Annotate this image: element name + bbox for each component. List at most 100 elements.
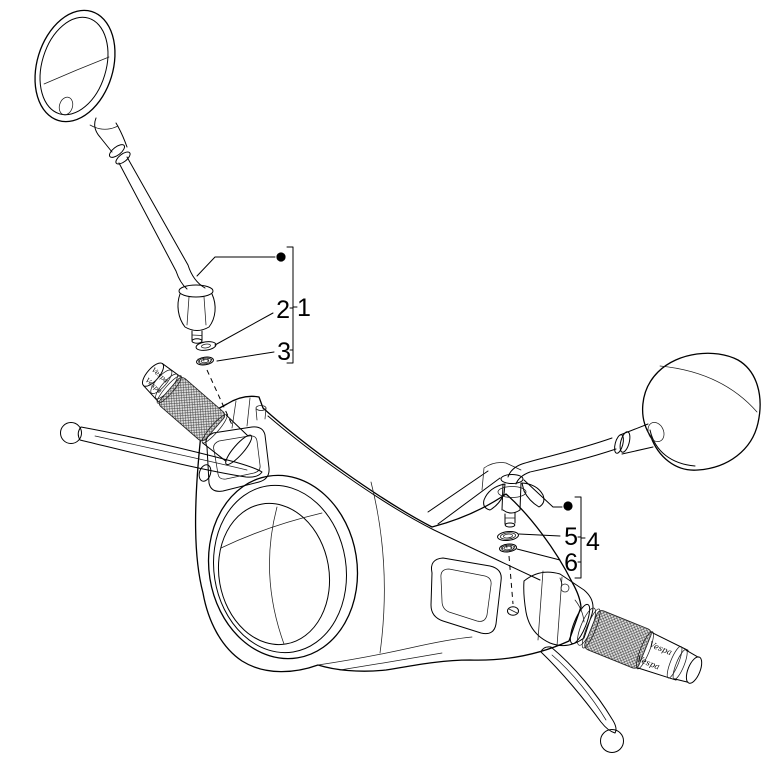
left-mirror-stem — [118, 156, 206, 290]
right-mount-top — [500, 474, 524, 484]
instrument-pad-inner — [213, 435, 261, 480]
left-washer — [195, 341, 217, 351]
body-top-edge-inner — [267, 415, 541, 581]
headlight-glass-arc-vertical — [269, 506, 285, 645]
leader-line-part-3 — [216, 351, 275, 362]
right-grip-ring — [666, 646, 683, 679]
left-grip-knurl — [158, 377, 226, 442]
right-mount-flange — [497, 486, 527, 498]
right-grip-cap-edges — [673, 649, 699, 683]
front-bracket-pad — [430, 557, 502, 635]
leader-line-left-assembly — [196, 256, 276, 277]
callout-group-left: 2 1 3 — [196, 246, 311, 366]
right-nut — [499, 543, 517, 553]
right-washer-group — [497, 530, 519, 616]
body-outline — [194, 395, 582, 673]
headlight-glass — [217, 502, 331, 646]
right-grip: Vespa Vespa — [569, 603, 703, 684]
callout-3[interactable]: 3 — [277, 338, 291, 366]
body-ridge-to-mount — [427, 470, 501, 525]
front-bracket-pad-inner — [440, 568, 492, 622]
pad-oval-hole — [198, 464, 212, 482]
pad-knob — [255, 407, 267, 421]
left-nut-hole — [200, 358, 210, 364]
left-boot-ring — [108, 144, 126, 158]
left-mount-bell — [177, 293, 216, 331]
chin-screw-slot — [508, 608, 518, 614]
left-lever-ridge — [94, 435, 248, 471]
left-nut — [196, 356, 214, 366]
left-mirror-assembly — [34, 9, 216, 344]
left-mirror-pivot — [58, 96, 74, 116]
left-stud-thread — [191, 334, 203, 336]
body-chin-line — [317, 636, 473, 666]
body-chin-line-2 — [339, 652, 443, 671]
headlight-rim-inner — [213, 484, 347, 654]
leader-line-part-2 — [214, 312, 274, 346]
right-lever-ball — [600, 729, 624, 753]
right-switch-housing-facets — [537, 570, 563, 647]
housing-bolt — [560, 583, 570, 593]
mount-pedestal — [481, 462, 522, 491]
left-grip: Vespa Vespa — [141, 362, 253, 466]
housing-bolt-stem — [559, 577, 563, 585]
left-mirror-face — [39, 16, 109, 116]
left-washer-hole — [201, 343, 211, 349]
right-brake-lever — [540, 646, 624, 753]
left-lever-ball — [60, 422, 82, 444]
right-washer — [497, 530, 519, 542]
left-mount-top — [178, 284, 214, 298]
right-washer-mid — [500, 532, 516, 540]
right-mount-wing-left — [483, 483, 506, 511]
right-washer-hole — [503, 533, 513, 539]
leader-dot-right — [563, 501, 573, 511]
left-nut-serrations — [197, 357, 213, 363]
right-grip-knurl — [584, 610, 652, 669]
bracket-left — [286, 246, 294, 364]
right-grip-knurl-end — [581, 608, 601, 649]
left-mirror-boot-arc — [89, 124, 119, 130]
right-stud-tip — [504, 522, 516, 528]
callout-4[interactable]: 4 — [586, 528, 600, 556]
headlight-rim-outer — [207, 474, 359, 660]
left-mirror-head — [34, 9, 116, 123]
bracket-left-ticks — [289, 306, 298, 351]
left-lever-blade — [77, 426, 263, 478]
left-grip-cap-ring — [150, 369, 173, 395]
bracket-right — [574, 496, 582, 579]
callout-2[interactable]: 2 — [276, 296, 290, 324]
right-switch-housing — [523, 571, 594, 647]
right-mirror-face-edge — [649, 429, 696, 467]
leader-line-right-assembly — [523, 479, 563, 508]
right-grip-brand-text-2: Vespa — [636, 654, 662, 671]
right-mirror-stem — [507, 437, 617, 485]
left-grip-flange — [225, 434, 253, 466]
right-mirror-pivot — [647, 422, 665, 442]
callout-5[interactable]: 5 — [564, 523, 578, 551]
callout-group-right: 5 4 6 — [516, 479, 600, 579]
left-grip-knurl-end — [156, 375, 182, 404]
right-mirror-reflection-line — [659, 365, 758, 413]
right-lever-blade — [540, 646, 617, 734]
right-nut-serrations — [500, 544, 516, 550]
left-mirror-boot — [94, 117, 128, 153]
chin-screw — [507, 606, 519, 616]
callout-1[interactable]: 1 — [297, 294, 311, 322]
right-boot-ring — [614, 434, 624, 454]
right-nut-hole — [503, 545, 513, 551]
left-boot-ring-2 — [115, 151, 131, 165]
right-grip-collar — [569, 603, 591, 645]
right-boot-ring-2 — [619, 431, 631, 453]
left-mirror-reflection-line — [43, 56, 110, 85]
leader-line-part-6 — [516, 548, 561, 561]
left-stud-tip — [191, 338, 203, 344]
right-mount-axis-dashed — [508, 555, 514, 605]
left-mount-facets — [186, 296, 207, 326]
right-mount-stud — [504, 512, 516, 525]
right-lever-ridge — [551, 654, 607, 721]
right-grip-brand-text: Vespa — [648, 640, 674, 657]
left-brake-lever — [60, 422, 263, 478]
callout-6[interactable]: 6 — [564, 549, 578, 577]
headlight-glass-arc-horizontal — [220, 512, 323, 549]
